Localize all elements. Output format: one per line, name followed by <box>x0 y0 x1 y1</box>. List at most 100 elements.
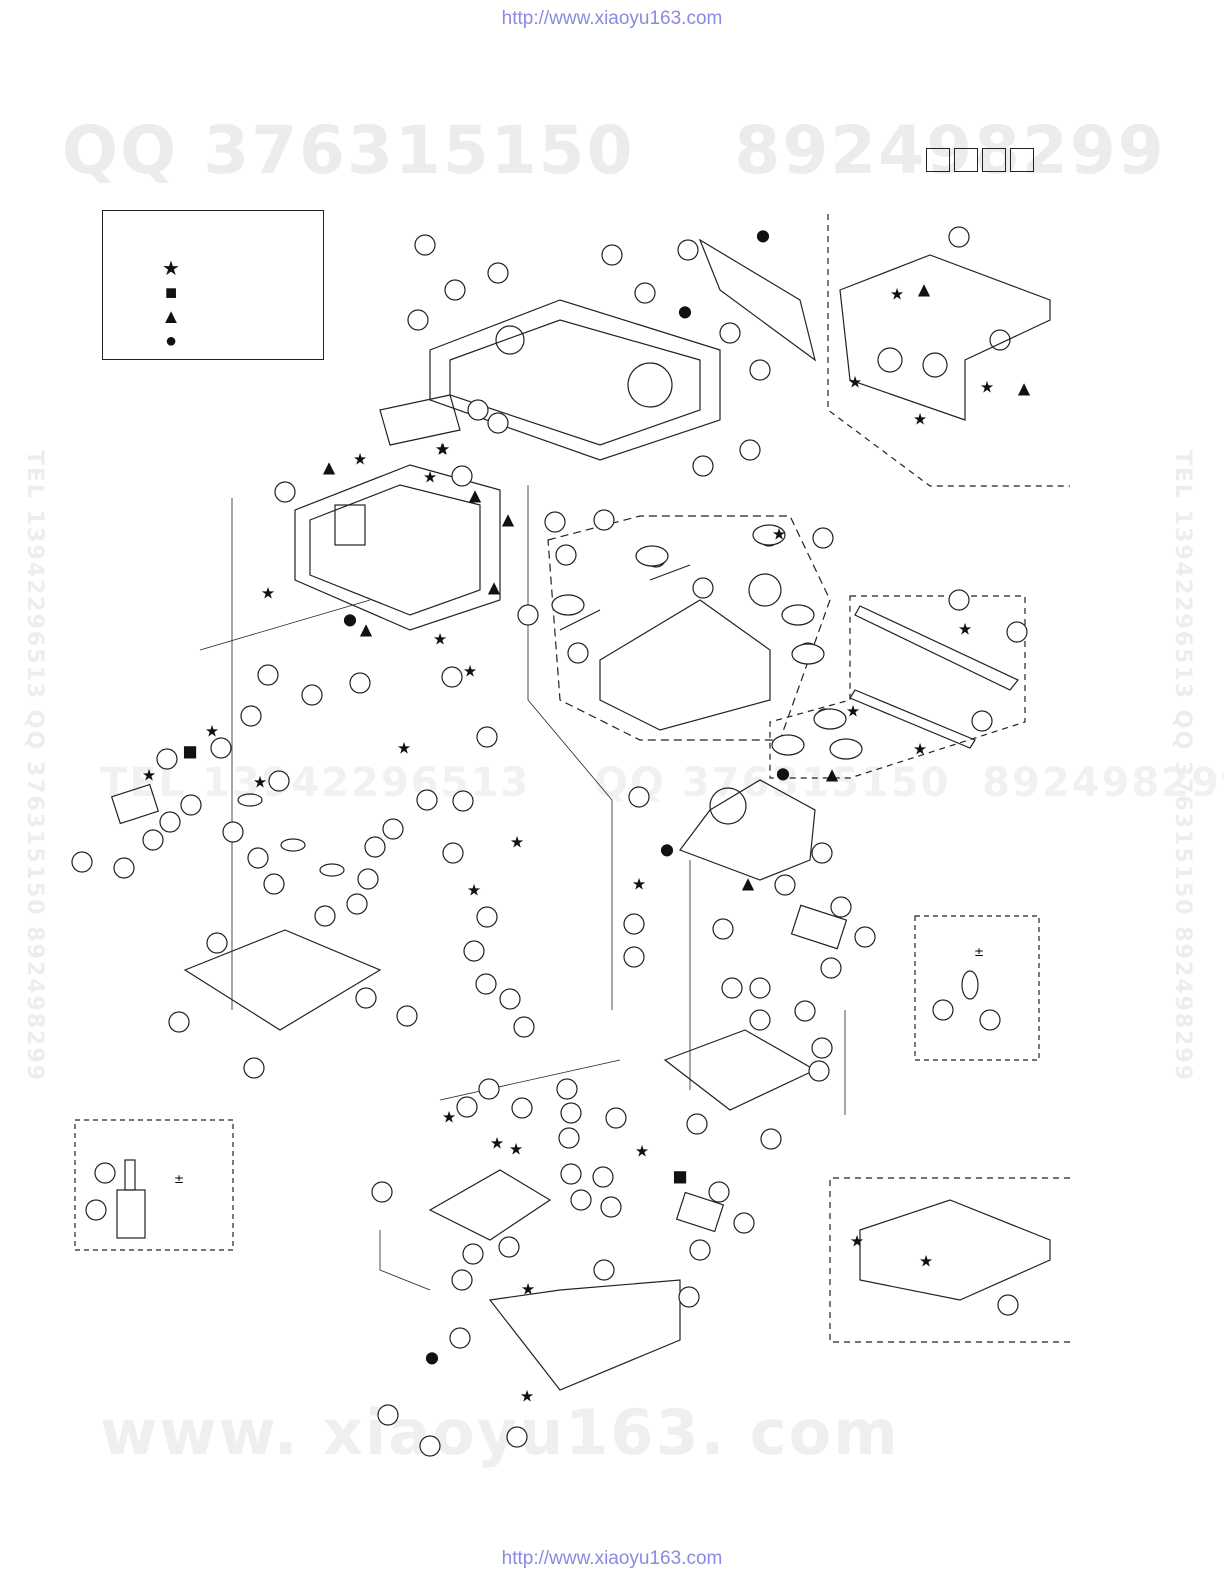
star-icon: ★ <box>442 1108 456 1127</box>
callout-circle <box>452 790 474 812</box>
symbol-legend: ★ ■ ▲ ● <box>102 210 324 360</box>
callout-circle <box>222 821 244 843</box>
callout-circle <box>206 932 228 954</box>
callout-ellipse <box>791 643 825 665</box>
callout-circle <box>979 1009 1001 1031</box>
callout-circle <box>678 1286 700 1308</box>
callout-circle <box>357 868 379 890</box>
circle-icon: ● <box>756 226 770 245</box>
circle-icon: ● <box>164 330 178 352</box>
callout-circle <box>247 847 269 869</box>
triangle-icon: ▲ <box>918 280 931 299</box>
callout-circle <box>467 399 489 421</box>
callout-circle <box>948 589 970 611</box>
detail-chassis-drawing <box>839 254 1051 421</box>
callout-circle <box>487 412 509 434</box>
callout-ellipse <box>829 738 863 760</box>
callout-circle <box>156 748 178 770</box>
callout-circle <box>774 874 796 896</box>
leader-lines <box>199 485 846 1291</box>
callout-circle <box>708 1181 730 1203</box>
star-icon: ★ <box>890 285 904 304</box>
circle-icon: ● <box>678 302 692 321</box>
footer-url[interactable]: http://www.xiaoyu163.com <box>501 1548 723 1569</box>
callout-circle <box>463 940 485 962</box>
star-icon: ★ <box>490 1134 504 1153</box>
watermark-middle: TEL 13942296513 QQ 376315150 892498299 <box>100 760 1224 806</box>
callout-circle <box>567 642 589 664</box>
callout-ellipse <box>752 524 786 546</box>
star-icon: ★ <box>520 1387 534 1406</box>
gear-detail-tolerance: ± <box>174 1172 184 1186</box>
callout-circle <box>371 1181 393 1203</box>
callout-circle <box>274 481 296 503</box>
circle-icon: ● <box>343 610 357 629</box>
callout-circle <box>180 794 202 816</box>
callout-circle <box>593 509 615 531</box>
callout-circle <box>444 279 466 301</box>
callout-circle <box>558 1127 580 1149</box>
triangle-icon: ▲ <box>360 620 373 639</box>
callout-circle <box>820 957 842 979</box>
callout-circle <box>555 544 577 566</box>
callout-circle <box>263 873 285 895</box>
callout-circle <box>168 1011 190 1033</box>
callout-circle <box>692 577 714 599</box>
callout-circle <box>349 672 371 694</box>
star-icon: ★ <box>423 468 437 487</box>
callout-circle <box>719 322 741 344</box>
square-icon: ■ <box>164 282 178 304</box>
callout-circle <box>556 1078 578 1100</box>
star-icon: ★ <box>635 1142 649 1161</box>
square-icon: ■ <box>672 1167 687 1186</box>
callout-circle <box>692 455 714 477</box>
callout-circle <box>600 1196 622 1218</box>
callout-circle <box>71 851 93 873</box>
callout-circle <box>301 684 323 706</box>
callout-circle <box>396 1005 418 1027</box>
triangle-icon: ▲ <box>502 510 515 529</box>
traverse-drawing <box>559 564 782 731</box>
callout-circle <box>499 988 521 1010</box>
callout-circle <box>506 1426 528 1448</box>
detail-box-gear <box>74 1119 234 1251</box>
callout-circle <box>414 234 436 256</box>
id-box <box>954 148 978 172</box>
star-icon: ★ <box>435 440 449 459</box>
star-icon: ★ <box>510 833 524 852</box>
callout-circle <box>476 906 498 928</box>
callout-circle <box>812 527 834 549</box>
callout-circle <box>268 770 290 792</box>
callout-circle <box>854 926 876 948</box>
callout-circle <box>517 604 539 626</box>
callout-circle <box>159 811 181 833</box>
callout-circle <box>971 710 993 732</box>
header-url[interactable]: http://www.xiaoyu163.com <box>501 8 723 29</box>
callout-circle <box>382 818 404 840</box>
detail-region-bottom-right <box>829 1177 1070 1343</box>
callout-circle <box>601 244 623 266</box>
callout-circle <box>94 1162 116 1184</box>
star-icon: ★ <box>846 702 860 721</box>
star-icon: ★ <box>632 875 646 894</box>
gear-drawings <box>237 793 979 1000</box>
callout-circle <box>113 857 135 879</box>
callout-circle <box>442 842 464 864</box>
id-box <box>926 148 950 172</box>
callout-circle <box>142 829 164 851</box>
star-icon: ★ <box>850 1232 864 1251</box>
callout-circle <box>560 1163 582 1185</box>
star-icon: ★ <box>521 1280 535 1299</box>
star-icon: ★ <box>205 722 219 741</box>
callout-circle <box>721 977 743 999</box>
callout-circle <box>794 1000 816 1022</box>
star-icon: ★ <box>509 1140 523 1159</box>
callout-circle <box>677 239 699 261</box>
callout-circle <box>628 786 650 808</box>
callout-circle <box>592 1166 614 1188</box>
callout-circle <box>416 789 438 811</box>
star-icon: ★ <box>913 740 927 759</box>
detail-region-traverse <box>547 515 831 741</box>
callout-ellipse <box>813 708 847 730</box>
star-icon: ★ <box>919 1252 933 1271</box>
